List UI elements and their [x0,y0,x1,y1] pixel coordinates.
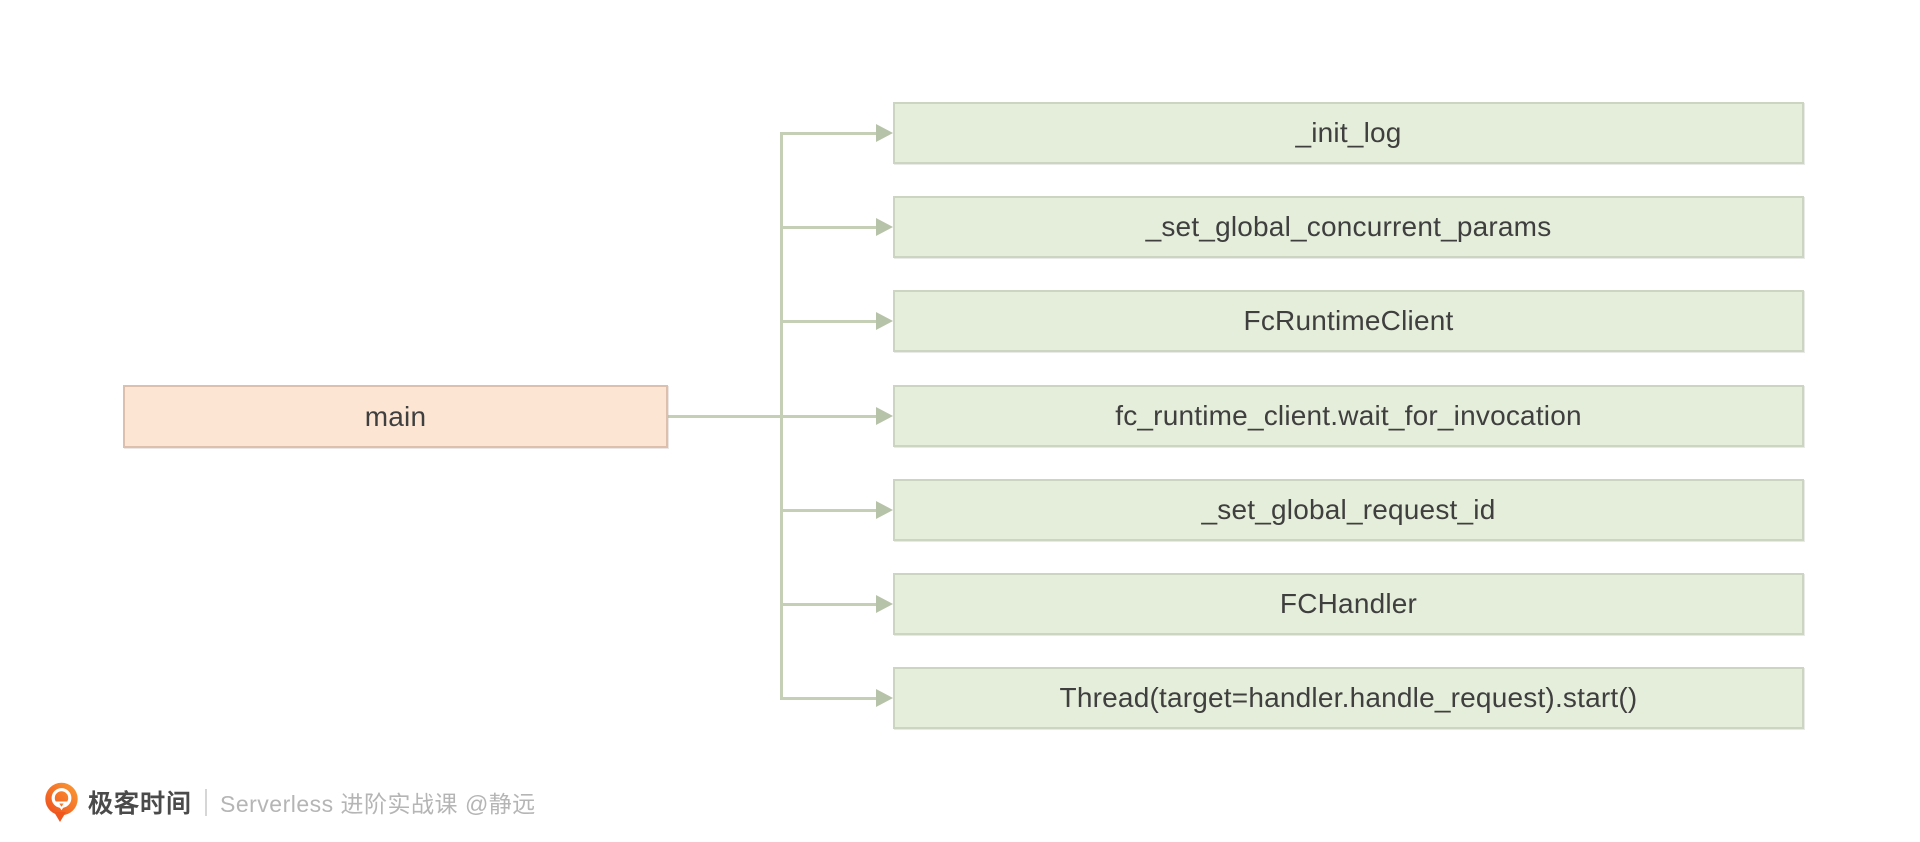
geektime-logo-icon [45,782,78,822]
connector-root-to-trunk [667,415,783,418]
node-label: _set_global_concurrent_params [1145,211,1552,242]
brand-name: 极客时间 [88,790,193,818]
node-label: _init_log [1295,117,1402,148]
arrowhead-icon [876,407,893,425]
node-fcruntimeclient: FcRuntimeClient [893,290,1804,352]
arrowhead-icon [876,501,893,519]
node-main-label: main [364,400,427,432]
arrowhead-icon [876,312,893,330]
connector-branch [780,415,877,418]
arrowhead-icon [876,595,893,613]
node-set-global-concurrent-params: _set_global_concurrent_params [893,196,1804,258]
connector-branch [780,132,877,135]
node-set-global-request-id: _set_global_request_id [893,479,1804,541]
arrowhead-icon [876,124,893,142]
footer-divider [205,788,208,816]
connector-branch [780,603,877,606]
node-main: main [123,385,668,448]
connector-branch [780,697,877,700]
arrowhead-icon [876,689,893,707]
node-init-log: _init_log [893,102,1804,164]
node-label: fc_runtime_client.wait_for_invocation [1115,400,1582,431]
connector-branch [780,226,877,229]
node-label: _set_global_request_id [1201,494,1496,525]
connector-branch [780,509,877,512]
node-label: FcRuntimeClient [1243,305,1454,336]
node-wait-for-invocation: fc_runtime_client.wait_for_invocation [893,385,1804,447]
node-fchandler: FCHandler [893,573,1804,635]
course-name: Serverless 进阶实战课 @静远 [220,791,536,817]
connector-branch [780,320,877,323]
node-label: FCHandler [1279,588,1418,619]
node-label: Thread(target=handler.handle_request).st… [1059,682,1638,713]
node-thread-start: Thread(target=handler.handle_request).st… [893,667,1804,729]
arrowhead-icon [876,218,893,236]
footer-brand-bar: 极客时间 Serverless 进阶实战课 @静远 [44,782,536,822]
